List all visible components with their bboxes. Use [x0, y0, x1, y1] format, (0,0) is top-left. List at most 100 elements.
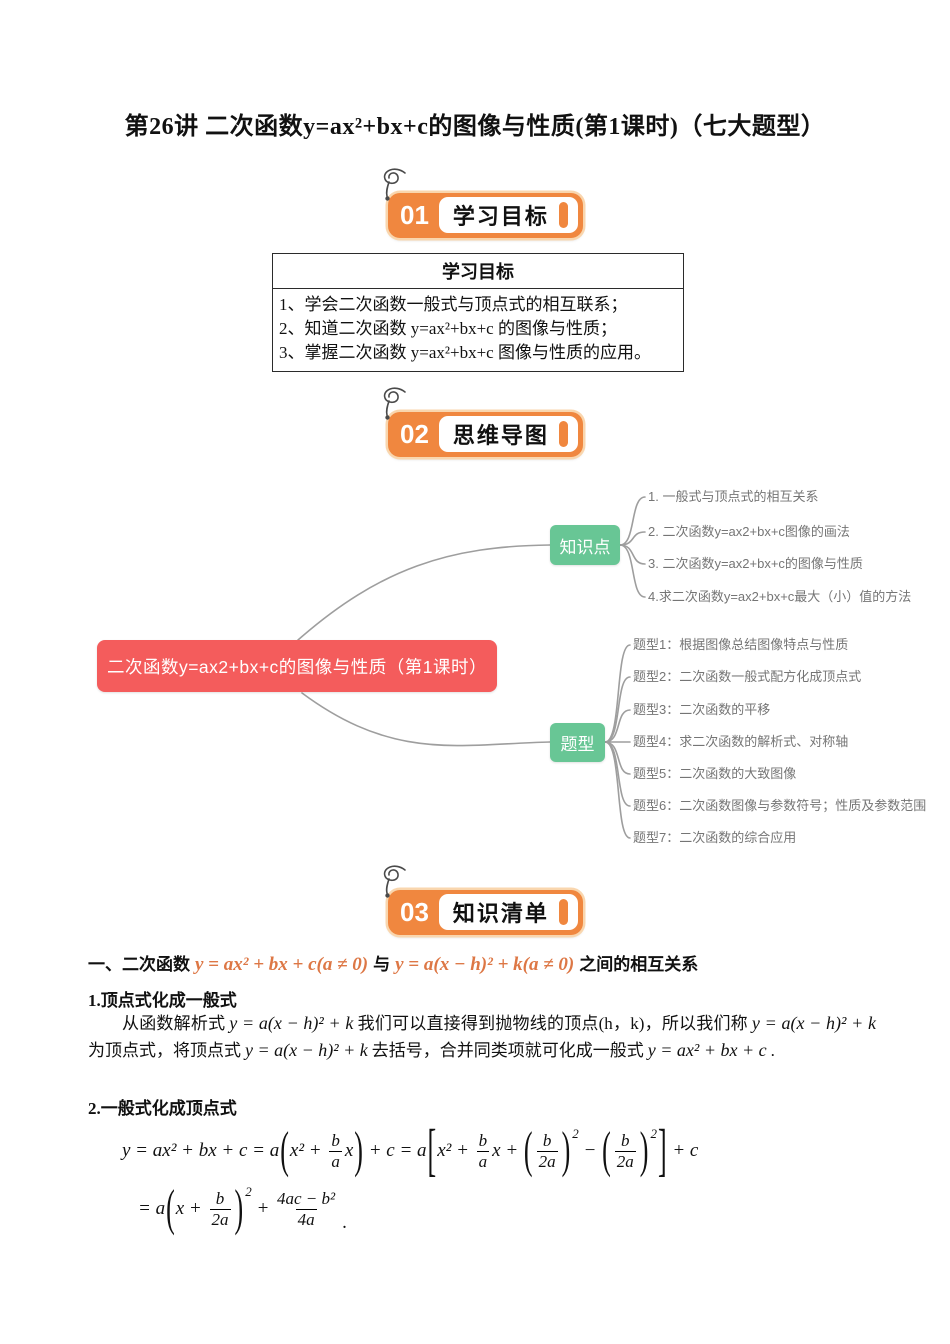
badge-pill: 学习目标: [438, 197, 578, 233]
inline-formula: y = a(x − h)² + k: [229, 1013, 354, 1033]
type-item: 题型2：二次函数一般式配方化成顶点式: [633, 669, 862, 684]
type-item: 题型7：二次函数的综合应用: [633, 830, 797, 845]
section-number: 02: [400, 418, 429, 449]
mindmap-connector-lines: [297, 496, 646, 839]
math-paren: (: [523, 1121, 533, 1179]
math-text: x² +: [289, 1140, 327, 1161]
type-item: 题型5：二次函数的大致图像: [633, 766, 797, 781]
fraction-denominator: 2a: [209, 1208, 231, 1229]
type-item: 题型4：求二次函数的解析式、对称轴: [633, 734, 849, 749]
mindmap-types-node: 题型: [550, 723, 605, 762]
heading-text: 之间的相互关系: [579, 955, 699, 974]
section-number: 03: [400, 896, 429, 927]
mindmap-knowledge-node: 知识点: [550, 525, 620, 565]
math-superscript: 2: [572, 1126, 579, 1141]
subheading-vertex-to-general: 1.顶点式化成一般式: [88, 991, 237, 1010]
subheading-general-to-vertex: 2.一般式化成顶点式: [88, 1099, 237, 1118]
math-text: x +: [175, 1198, 207, 1219]
heading-text: 与: [373, 955, 391, 974]
math-superscript: 2: [245, 1184, 252, 1199]
formula-vertex-form: y = a(x − h)² + k(a ≠ 0): [395, 954, 575, 975]
type-item: 题型3：二次函数的平移: [633, 702, 771, 717]
math-text: = a: [138, 1198, 166, 1219]
math-text: x +: [492, 1140, 523, 1161]
section-title: 知识清单: [452, 901, 549, 926]
math-superscript: 2: [650, 1126, 657, 1141]
fraction-denominator: a: [476, 1150, 490, 1171]
math-text: −: [578, 1140, 602, 1161]
knowledge-item: 2. 二次函数y=ax2+bx+c图像的画法: [648, 524, 850, 539]
knowledge-item: 1. 一般式与顶点式的相互关系: [648, 489, 819, 504]
math-paren: ): [234, 1179, 244, 1237]
math-paren: (: [280, 1121, 289, 1179]
section-badge-02: 02 思维导图: [383, 387, 583, 457]
objective-item: 3、掌握二次函数 y=ax²+bx+c 图像与性质的应用。: [279, 343, 651, 362]
inline-formula: y = ax² + bx + c: [647, 1040, 767, 1060]
objectives-header: 学习目标: [273, 254, 683, 289]
math-paren: (: [166, 1179, 175, 1237]
math-text: +: [251, 1198, 275, 1219]
knowledge-item: 3. 二次函数y=ax2+bx+c的图像与性质: [648, 556, 863, 571]
section-badge-01: 01 学习目标: [383, 168, 583, 238]
badge-stub: [558, 421, 568, 447]
badge-stub: [558, 202, 568, 228]
badge-pill: 思维导图: [438, 416, 578, 452]
fraction-denominator: 2a: [536, 1150, 558, 1171]
section-number: 01: [400, 199, 429, 230]
fraction-numerator: b: [478, 1130, 488, 1150]
objectives-table: 学习目标 1、学会二次函数一般式与顶点式的相互联系； 2、知道二次函数 y=ax…: [272, 253, 684, 372]
fraction-numerator: b: [621, 1130, 630, 1150]
section-badge-03: 03 知识清单: [383, 865, 583, 935]
badge-stub: [558, 899, 568, 925]
paragraph-text: .: [770, 1041, 775, 1060]
math-text: y = ax² + bx + c = a: [122, 1140, 280, 1161]
math-text: .: [342, 1212, 347, 1233]
heading-text: 一、二次函数: [88, 955, 190, 974]
fraction-numerator: b: [542, 1130, 552, 1150]
page-title: 第26讲 二次函数y=ax²+bx+c的图像与性质(第1课时)（七大题型）: [124, 114, 826, 140]
math-paren: ): [639, 1121, 649, 1179]
math-paren: (: [602, 1121, 611, 1179]
paragraph-text: 去括号，合并同类项就可化成一般式: [371, 1041, 644, 1060]
fraction-numerator: 4ac − b²: [277, 1188, 336, 1208]
objectives-body: 1、学会二次函数一般式与顶点式的相互联系； 2、知道二次函数 y=ax²+bx+…: [273, 289, 683, 371]
paragraph-text: 我们可以直接得到抛物线的顶点(h，k)，所以我们称: [357, 1014, 748, 1033]
math-bracket: [: [427, 1117, 437, 1183]
math-bracket: ]: [657, 1117, 667, 1183]
objective-item: 1、学会二次函数一般式与顶点式的相互联系；: [279, 295, 628, 314]
mindmap: 二次函数y=ax2+bx+c的图像与性质（第1课时） 知识点 1. 一般式与顶点…: [0, 470, 950, 865]
knowledge-item: 4.求二次函数y=ax2+bx+c最大（小）值的方法: [648, 589, 912, 604]
objective-item: 2、知道二次函数 y=ax²+bx+c 的图像与性质；: [279, 319, 617, 338]
fraction-denominator: a: [329, 1150, 342, 1171]
fraction-denominator: 4a: [295, 1208, 317, 1229]
badge-pill: 知识清单: [438, 894, 578, 930]
type-item: 题型6：二次函数图像与参数符号；性质及参数范围: [633, 798, 927, 813]
fraction-numerator: b: [331, 1130, 340, 1150]
math-paren: ): [561, 1121, 571, 1179]
pin-squiggle-icon: [383, 168, 406, 201]
section-title: 学习目标: [452, 204, 549, 229]
math-text: + c = a: [363, 1140, 427, 1161]
section-title: 思维导图: [452, 423, 549, 448]
inline-formula: y = a(x − h)² + k: [751, 1013, 876, 1033]
fraction-numerator: b: [215, 1188, 225, 1208]
paragraph-text: 从函数解析式: [122, 1014, 226, 1033]
type-item: 题型1：根据图像总结图像特点与性质: [633, 637, 849, 652]
math-text: x² +: [437, 1140, 474, 1161]
paragraph-text: 为顶点式，将顶点式: [88, 1041, 241, 1060]
fraction-denominator: 2a: [614, 1150, 636, 1171]
pin-squiggle-icon: [383, 387, 406, 420]
formula-general-form: y = ax² + bx + c(a ≠ 0): [195, 954, 369, 975]
math-text: + c: [667, 1140, 699, 1161]
